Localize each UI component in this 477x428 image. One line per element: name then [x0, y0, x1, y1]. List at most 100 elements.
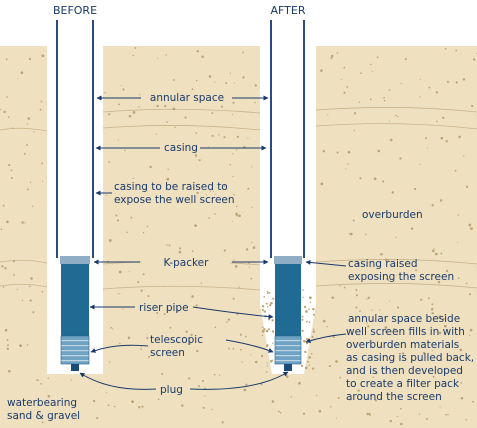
soil-speck — [70, 379, 72, 381]
soil-speck — [355, 289, 358, 291]
soil-speck — [247, 187, 250, 190]
before-riser-pipe — [61, 264, 89, 336]
soil-speck — [468, 293, 472, 296]
soil-speck — [251, 241, 253, 244]
soil-speck — [302, 412, 306, 415]
soil-speck — [340, 78, 342, 80]
soil-speck — [155, 133, 158, 135]
soil-speck — [4, 267, 7, 270]
soil-speck — [438, 331, 442, 335]
label-annular-fill-line6: to create a filter pack — [346, 378, 460, 390]
soil-speck — [156, 104, 159, 108]
labels: annular space casing casing to be raised… — [7, 90, 474, 422]
soil-speck — [238, 286, 240, 288]
filter-pack-speck — [308, 321, 311, 323]
soil-speck — [42, 180, 44, 182]
soil-speck — [128, 114, 132, 118]
soil-speck — [204, 395, 206, 397]
soil-speck — [348, 233, 351, 235]
soil-speck — [393, 327, 395, 330]
soil-speck — [461, 370, 463, 372]
soil-speck — [368, 412, 371, 415]
soil-speck — [420, 298, 423, 301]
label-annular-fill-line7: around the screen — [346, 391, 442, 403]
soil-speck — [400, 82, 402, 85]
soil-speck — [242, 51, 245, 54]
filter-pack-speck — [303, 305, 307, 309]
soil-speck — [120, 84, 122, 87]
soil-speck — [360, 72, 362, 75]
soil-speck — [347, 150, 351, 154]
soil-speck — [41, 290, 44, 293]
soil-speck — [371, 70, 373, 72]
soil-speck — [352, 219, 355, 222]
soil-speck — [418, 209, 420, 212]
soil-speck — [349, 399, 351, 401]
soil-speck — [190, 333, 193, 336]
soil-speck — [214, 81, 216, 83]
filter-pack-speck — [312, 313, 315, 316]
soil-speck — [130, 216, 133, 219]
soil-speck — [395, 274, 397, 276]
filter-pack-speck — [266, 292, 269, 294]
filter-pack-speck — [265, 371, 268, 373]
soil-speck — [428, 86, 431, 89]
soil-speck — [112, 328, 114, 330]
soil-speck — [349, 232, 353, 236]
soil-speck — [96, 417, 99, 420]
soil-speck — [250, 354, 252, 356]
soil-speck — [389, 419, 393, 423]
filter-pack-speck — [308, 364, 311, 366]
filter-pack-speck — [304, 350, 307, 354]
soil-speck — [33, 131, 35, 133]
label-annular-fill-line2: well screen fills in with — [346, 326, 465, 338]
soil-speck — [445, 269, 449, 273]
soil-speck — [320, 182, 324, 186]
soil-speck — [356, 262, 360, 265]
soil-speck — [367, 325, 370, 328]
filter-pack-speck — [268, 291, 271, 294]
filter-pack-speck — [311, 367, 315, 370]
label-casing-raised-line1: casing raised — [348, 258, 418, 270]
filter-pack-speck — [260, 354, 264, 358]
soil-speck — [232, 153, 234, 155]
soil-speck — [29, 285, 31, 288]
soil-speck — [118, 103, 121, 106]
soil-speck — [211, 408, 213, 410]
soil-speck — [443, 324, 447, 328]
soil-speck — [353, 129, 355, 132]
before-header: BEFORE — [53, 4, 97, 17]
soil-speck — [247, 137, 249, 139]
soil-speck — [232, 347, 235, 350]
after-screen — [274, 335, 302, 365]
soil-speck — [29, 181, 32, 184]
soil-speck — [383, 100, 386, 102]
soil-speck — [113, 405, 116, 408]
soil-speck — [327, 114, 329, 116]
soil-speck — [21, 299, 24, 302]
filter-pack-speck — [302, 289, 304, 291]
soil-speck — [254, 101, 256, 104]
soil-speck — [396, 415, 398, 418]
soil-speck — [8, 369, 11, 373]
soil-speck — [465, 185, 469, 188]
filter-pack-speck — [267, 318, 271, 321]
soil-speck — [401, 352, 405, 355]
soil-speck — [127, 336, 131, 340]
soil-speck — [345, 168, 347, 170]
soil-speck — [8, 164, 11, 167]
soil-speck — [209, 190, 211, 192]
soil-speck — [140, 289, 143, 292]
soil-speck — [371, 309, 373, 311]
soil-speck — [118, 293, 120, 295]
soil-speck — [343, 66, 346, 69]
soil-speck — [21, 221, 24, 224]
soil-speck — [3, 110, 6, 114]
soil-speck — [382, 180, 385, 183]
soil-speck — [11, 127, 14, 130]
soil-speck — [41, 162, 43, 165]
soil-speck — [343, 91, 346, 94]
soil-speck — [432, 249, 435, 253]
soil-speck — [229, 164, 232, 166]
soil-speck — [425, 417, 428, 420]
